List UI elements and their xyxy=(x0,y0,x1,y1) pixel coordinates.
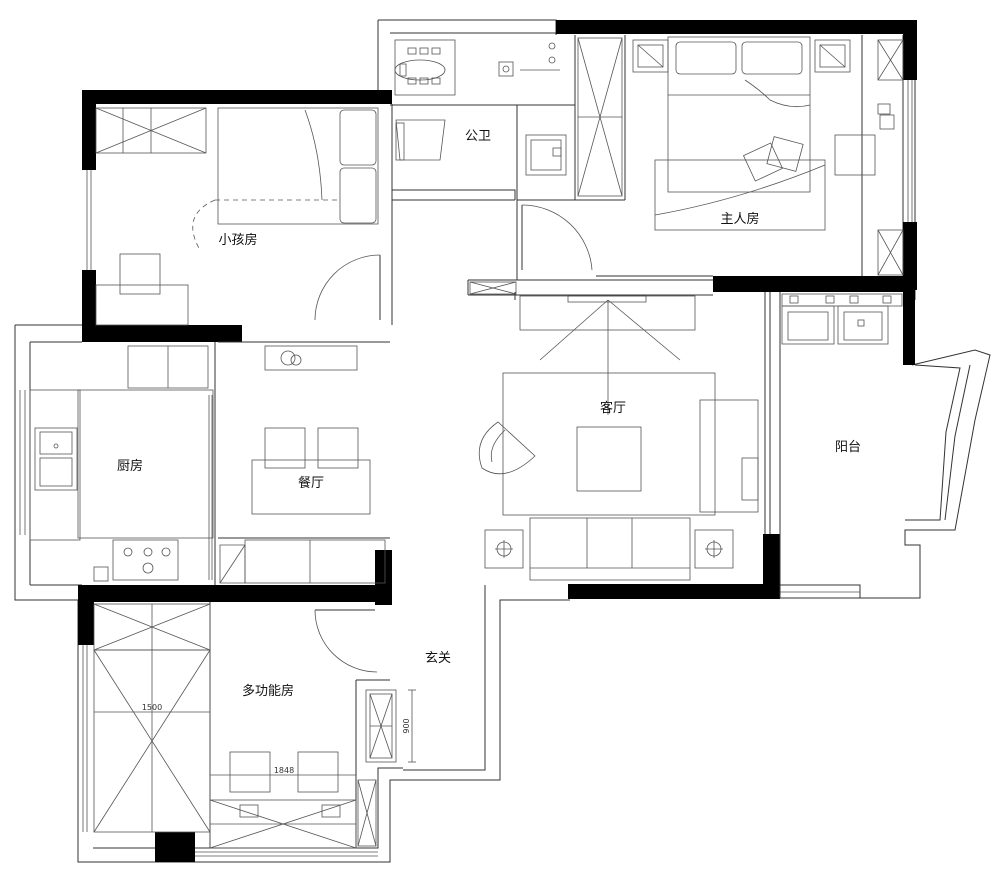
child-room-furniture xyxy=(95,107,379,326)
living-room-furniture xyxy=(478,295,759,581)
label-kitchen: 厨房 xyxy=(117,458,143,474)
room-labels: 公卫 主人房 小孩房 客厅 阳台 厨房 餐厅 玄关 多功能房 xyxy=(117,129,861,699)
label-balcony: 阳台 xyxy=(835,440,861,455)
dimension-labels: 1500 1848 900 xyxy=(142,703,411,775)
dim-1500: 1500 xyxy=(142,703,162,712)
dim-1848: 1848 xyxy=(274,766,294,775)
balcony-fixtures xyxy=(781,293,903,345)
hallway-frame xyxy=(469,281,517,295)
master-bedroom-furniture xyxy=(577,36,904,276)
interior-walls xyxy=(209,35,863,848)
label-dining-room: 餐厅 xyxy=(298,475,324,491)
doors xyxy=(314,204,593,673)
public-bath-fixtures xyxy=(394,39,567,176)
dining-furniture xyxy=(219,345,386,584)
structural-walls xyxy=(78,20,917,862)
dim-900: 900 xyxy=(402,718,411,733)
label-living-room: 客厅 xyxy=(600,400,626,416)
label-entrance: 玄关 xyxy=(425,651,451,666)
multi-room-furniture xyxy=(93,603,377,849)
entrance-cabinet xyxy=(365,689,416,763)
kitchen-furniture xyxy=(29,345,214,582)
label-multi-room: 多功能房 xyxy=(242,683,294,699)
windows xyxy=(19,80,913,857)
label-child-room: 小孩房 xyxy=(218,232,257,248)
label-master-bedroom: 主人房 xyxy=(720,211,759,227)
label-public-bath: 公卫 xyxy=(465,129,491,144)
